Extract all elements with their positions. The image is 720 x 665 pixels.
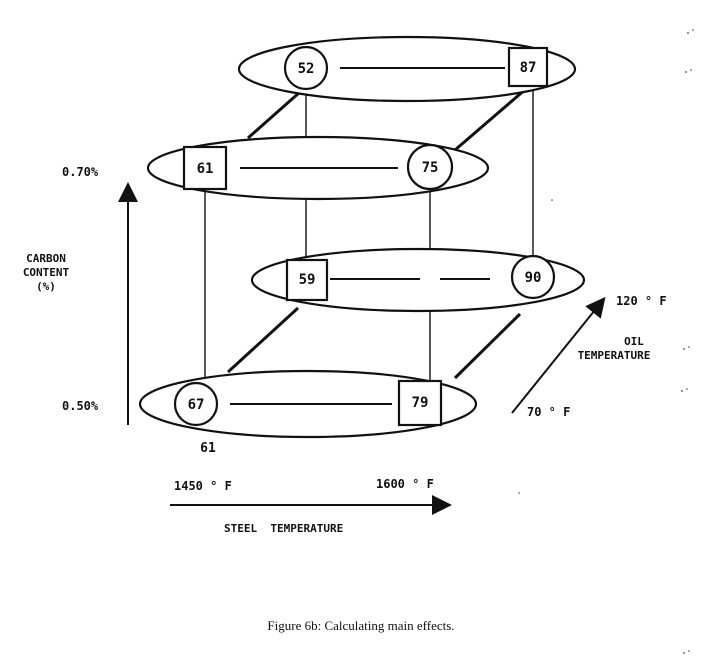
node-back-bottom-left-value: 59 xyxy=(299,272,316,288)
scan-specks xyxy=(518,29,694,654)
carbon-axis-label-3: (%) xyxy=(36,280,56,293)
carbon-axis-label-1: CARBON xyxy=(26,252,66,265)
oil-high-label: 120 ° F xyxy=(616,294,667,308)
node-back-top-left-value: 52 xyxy=(298,61,315,77)
node-front-top-right-circle xyxy=(406,143,454,191)
figure-caption: Figure 6b: Calculating main effects. xyxy=(267,618,454,633)
edge-top-left-diagonal xyxy=(247,90,301,140)
carbon-axis-label-2: CONTENT xyxy=(23,266,70,279)
oil-axis-arrow xyxy=(511,296,606,414)
oil-axis-label-2: TEMPERATURE xyxy=(578,349,651,362)
carbon-high-label: 0.70% xyxy=(62,165,99,179)
edge-bottom-left-diagonal xyxy=(226,306,300,374)
steel-high-label: 1600 ° F xyxy=(376,477,434,491)
cube-edges xyxy=(204,86,534,382)
node-front-bottom-right-square xyxy=(397,379,443,427)
carbon-low-label: 0.50% xyxy=(62,399,99,413)
edge-top-right-diagonal xyxy=(454,86,528,152)
node-back-top-left-circle xyxy=(283,45,329,91)
node-front-top-right-value: 75 xyxy=(422,160,439,176)
node-front-bottom-right-value: 79 xyxy=(412,395,429,411)
steel-low-label: 1450 ° F xyxy=(174,479,232,493)
node-front-bottom-left-circle xyxy=(173,381,219,427)
node-front-top-left-value: 61 xyxy=(197,161,214,177)
oil-axis-label-1: OIL xyxy=(624,335,644,348)
node-back-bottom-left-square xyxy=(285,258,329,302)
extra-value-label: 61 xyxy=(200,441,216,456)
node-back-top-right-square xyxy=(507,46,549,88)
node-back-bottom-right-value: 90 xyxy=(525,270,542,286)
edge-bottom-right-diagonal xyxy=(453,312,522,380)
node-front-top-left-square xyxy=(182,145,228,191)
steel-axis-label: STEEL TEMPERATURE xyxy=(224,522,343,535)
oil-low-label: 70 ° F xyxy=(527,405,570,419)
node-front-bottom-left-value: 67 xyxy=(188,397,205,413)
node-back-top-right-value: 87 xyxy=(520,60,537,76)
node-back-bottom-right-circle xyxy=(510,254,556,300)
